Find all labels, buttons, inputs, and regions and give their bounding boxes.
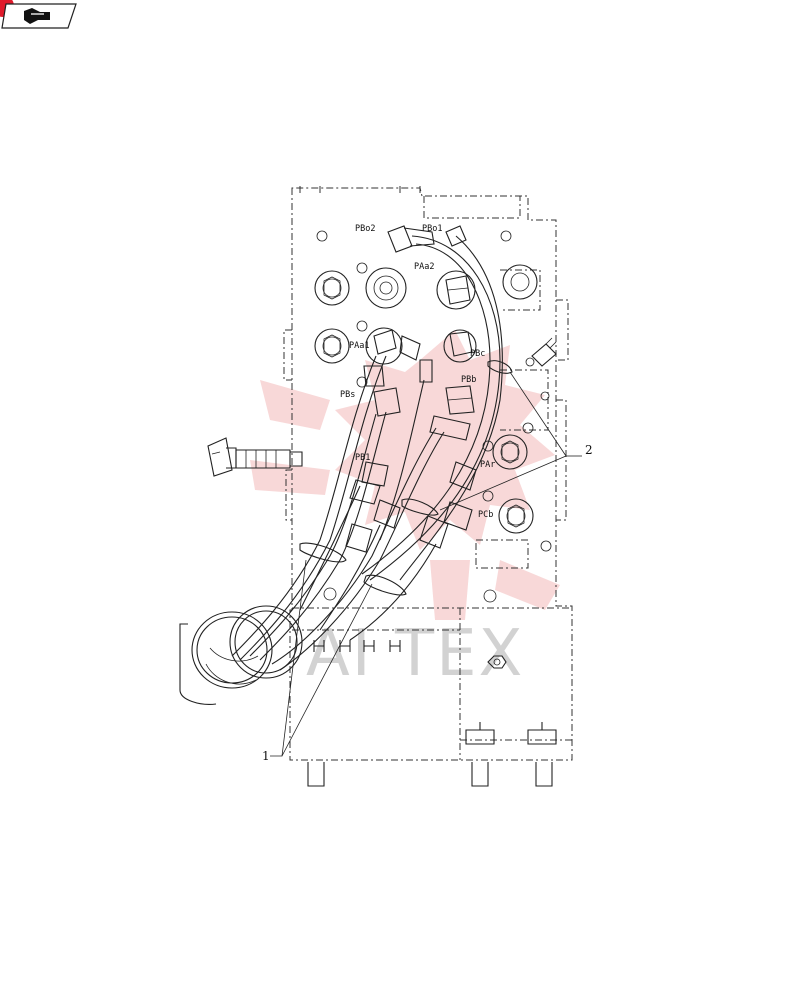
label-pbs: PBs — [340, 390, 355, 400]
callout-2: 2 — [585, 443, 593, 457]
watermark-text: AI TEX — [306, 617, 524, 691]
port-caps — [314, 264, 538, 534]
callout-1: 1 — [262, 749, 270, 763]
nav-back-arrow-icon[interactable] — [0, 0, 80, 32]
label-pb1: PB1 — [355, 453, 370, 463]
label-par: PAr — [480, 460, 495, 470]
label-pbc: PBc — [470, 349, 485, 359]
label-pbo2: PBo2 — [355, 224, 375, 234]
hydraulic-hoses — [231, 235, 503, 671]
hose-coil — [179, 605, 303, 705]
label-pbb: PBb — [461, 375, 476, 385]
watermark-logo: AI TEX — [250, 330, 560, 691]
hose-clamps — [299, 360, 513, 596]
mounting-holes — [316, 230, 552, 603]
side-sensor — [531, 337, 557, 367]
port-labels: PBo2 PBo1 PAa2 PAa1 PBc PBs PBb PB1 PAr … — [340, 224, 495, 520]
valve-body — [283, 186, 573, 787]
label-pbo1: PBo1 — [422, 224, 442, 234]
pressure-sensor — [207, 437, 303, 477]
label-pcb: PCb — [478, 510, 493, 520]
leader-lines — [270, 371, 582, 757]
label-paa2: PAa2 — [414, 262, 434, 272]
label-paa1: PAa1 — [349, 341, 369, 351]
